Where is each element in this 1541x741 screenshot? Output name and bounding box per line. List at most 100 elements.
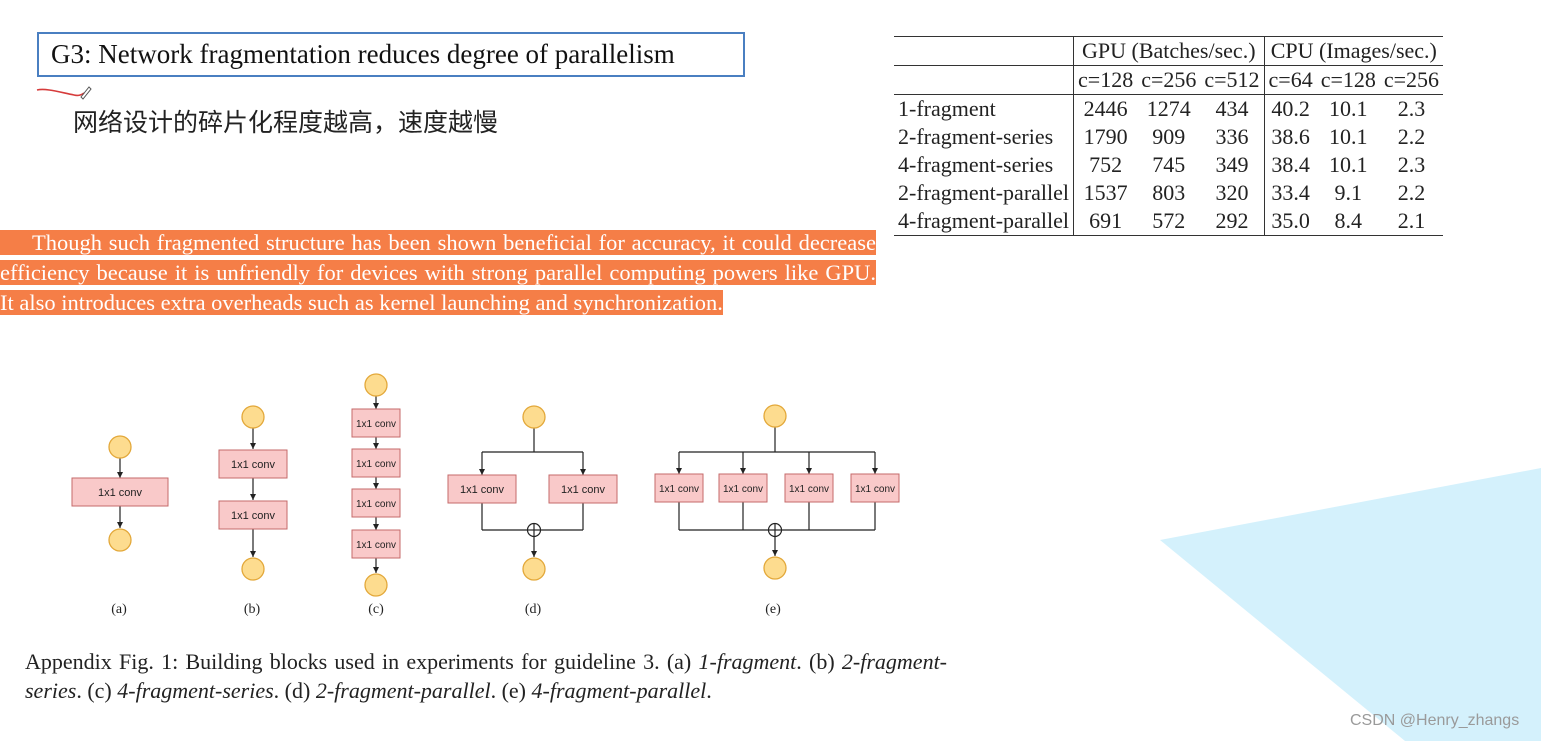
conv-block [71, 477, 169, 507]
conv-block [351, 529, 401, 559]
table-group-header-cpu: CPU (Images/sec.) [1263, 36, 1444, 66]
table-cell: 2.2 [1397, 180, 1426, 205]
decorative-triangle [1160, 468, 1541, 741]
panel-label: (a) [111, 602, 127, 617]
panel-label: (d) [525, 602, 542, 617]
table-cell: 40.2 [1263, 94, 1317, 123]
caption-e-label: (e) [501, 678, 527, 703]
io-node [522, 557, 546, 581]
io-node [241, 405, 265, 429]
building-blocks-figure: 1x1 conv (a) 1x1 conv 1x1 conv (b) 1x1 conv 1x… [71, 373, 900, 617]
table-sub-header-row: c=128 c=256 c=512 c=64 c=128 c=256 [894, 65, 1444, 95]
slide-title-text: G3: Network fragmentation reduces degree… [51, 39, 675, 69]
conv-block-label: 1x1 conv [789, 484, 829, 495]
table-group-header-gpu: GPU (Batches/sec.) [1073, 36, 1265, 66]
figure-shapes: 1x1 conv (a) 1x1 conv 1x1 conv (b) 1x1 conv 1x… [71, 373, 900, 617]
io-node [763, 556, 787, 580]
table-cell: 9.1 [1334, 180, 1363, 205]
table-sub-header: c=128 [1316, 65, 1380, 95]
table-cell: 10.1 [1329, 96, 1368, 121]
io-node [364, 373, 388, 397]
conv-block [548, 474, 618, 504]
conv-block [447, 474, 517, 504]
table-cell: 1274 [1146, 96, 1191, 121]
table-cell: 38.6 [1263, 123, 1317, 151]
table-cell: 909 [1152, 124, 1186, 149]
conv-block-label: 1x1 conv [231, 510, 276, 522]
caption-c: 4-fragment-series [117, 678, 274, 703]
table-cell: 2.1 [1379, 207, 1444, 236]
row-name: 4-fragment-series [898, 152, 1054, 177]
table-cell: 803 [1152, 180, 1186, 205]
conv-block [850, 473, 900, 503]
conv-block [351, 408, 401, 438]
table-cell: 320 [1215, 180, 1249, 205]
paragraph-text: Though such fragmented structure has bee… [0, 230, 876, 315]
figure-caption: Appendix Fig. 1: Building blocks used in… [25, 649, 948, 703]
io-node [763, 404, 787, 428]
figure-connectors [117, 396, 878, 573]
table-sub-header: c=256 [1379, 65, 1444, 95]
conv-block-label: 1x1 conv [561, 484, 606, 496]
conv-block [218, 449, 288, 479]
table-cell: 38.4 [1263, 151, 1317, 179]
caption-e: 4-fragment-parallel [531, 678, 707, 703]
conv-block-label: 1x1 conv [356, 419, 396, 430]
panel-label: (b) [244, 602, 261, 617]
table-cell: 336 [1215, 124, 1249, 149]
table-sub-header: c=512 [1200, 65, 1265, 95]
table-cell: 33.4 [1263, 179, 1317, 207]
conv-block [218, 500, 288, 530]
table-cell: 2446 [1073, 94, 1138, 123]
panel-label: (c) [368, 602, 384, 617]
conv-block [654, 473, 704, 503]
table-cell: 292 [1200, 207, 1265, 236]
conv-block [351, 448, 401, 478]
table-sub-header: c=64 [1263, 65, 1317, 95]
caption-b: 2-fragment-series [25, 649, 948, 703]
table-cell: 752 [1073, 151, 1138, 179]
table-row: 2-fragment-series 1790 909 336 38.6 10.1… [894, 123, 1443, 151]
conv-block-label: 1x1 conv [231, 459, 276, 471]
table-cell: 691 [1073, 207, 1138, 236]
row-name: 4-fragment-parallel [894, 207, 1074, 236]
table-cell: 434 [1215, 96, 1249, 121]
table-sub-header: c=256 [1137, 65, 1201, 95]
slide-title: G3: Network fragmentation reduces degree… [37, 32, 745, 77]
conv-block-label: 1x1 conv [98, 487, 143, 499]
conv-block [351, 488, 401, 518]
conv-block-label: 1x1 conv [723, 484, 763, 495]
io-node [241, 557, 265, 581]
table-cell: 745 [1152, 152, 1186, 177]
benchmark-table: GPU (Batches/sec.) CPU (Images/sec.) c=1… [894, 36, 1444, 236]
io-node [364, 573, 388, 597]
table-row: 4-fragment-series 752 745 349 38.4 10.1 … [894, 151, 1443, 179]
table-cell: 2.3 [1397, 152, 1426, 177]
chinese-subtitle: 网络设计的碎片化程度越高，速度越慢 [73, 108, 499, 137]
conv-block-label: 1x1 conv [460, 484, 505, 496]
table-cell: 349 [1215, 152, 1249, 177]
conv-block [718, 473, 768, 503]
watermark: CSDN @Henry_zhangs [1350, 712, 1520, 729]
conv-block-label: 1x1 conv [659, 484, 699, 495]
table-group-header-row: GPU (Batches/sec.) CPU (Images/sec.) [894, 36, 1444, 66]
table-cell: 1537 [1073, 179, 1138, 207]
table-row: 4-fragment-parallel 691 572 292 35.0 8.4… [894, 207, 1444, 236]
table-cell: 2.3 [1397, 96, 1426, 121]
caption-d-label: (d) [284, 678, 311, 703]
table-cell: 10.1 [1329, 152, 1368, 177]
caption-c-label: (c) [87, 678, 112, 703]
table-cell: 8.4 [1316, 207, 1380, 236]
caption-d: 2-fragment-parallel [315, 678, 491, 703]
table-cell: 1790 [1073, 123, 1138, 151]
row-name: 2-fragment-parallel [898, 180, 1070, 205]
caption-a: 1-fragment [698, 649, 797, 674]
conv-block-label: 1x1 conv [356, 499, 396, 510]
panel-label: (e) [765, 602, 781, 617]
table-cell: 10.1 [1329, 124, 1368, 149]
table-cell: 35.0 [1263, 207, 1317, 236]
table-row: 2-fragment-parallel 1537 803 320 33.4 9.… [894, 179, 1443, 207]
highlighted-paragraph: Though such fragmented structure has bee… [0, 228, 876, 318]
table-row: 1-fragment 2446 1274 434 40.2 10.1 2.3 [894, 94, 1443, 123]
caption-b-label: (b) [809, 649, 835, 674]
